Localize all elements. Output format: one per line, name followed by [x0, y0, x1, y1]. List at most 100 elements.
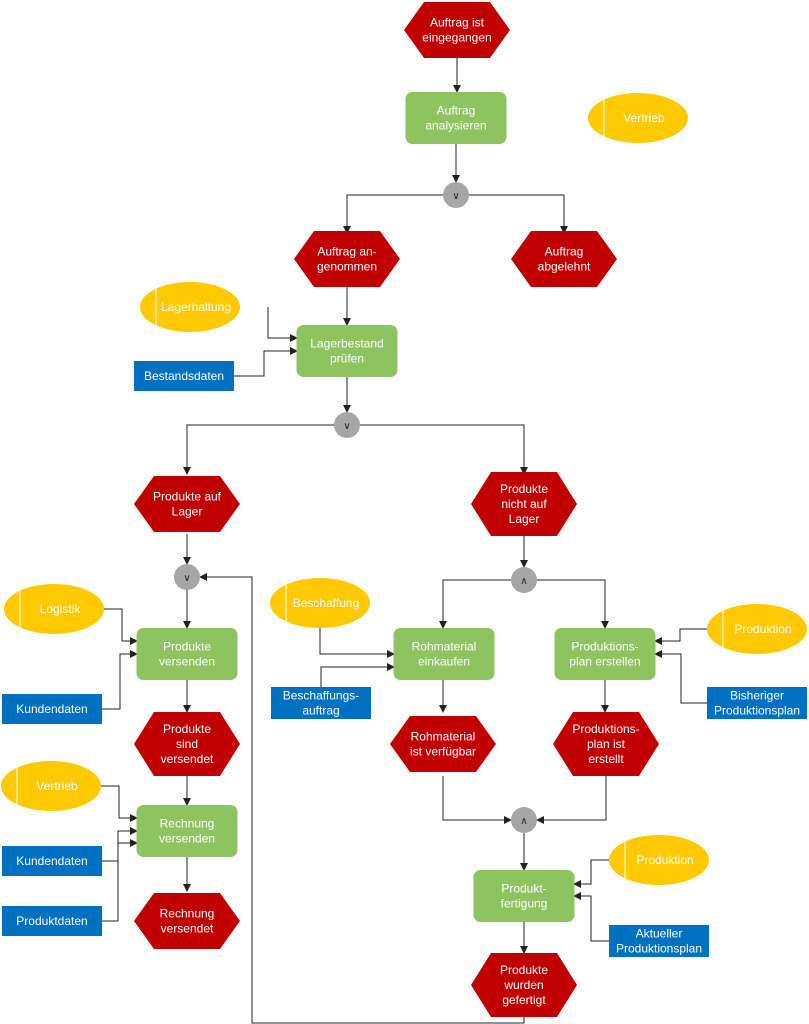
- flow-arrow: [234, 347, 298, 377]
- connector-shape: [511, 807, 537, 833]
- org-unit-label: Produktion: [636, 853, 693, 867]
- info-object-i4: Produktdaten: [2, 906, 102, 936]
- event-label: Produkte: [500, 482, 548, 496]
- event-label: gefertigt: [502, 993, 546, 1007]
- flow-arrow: [439, 579, 524, 629]
- flow-arrow: [573, 859, 609, 888]
- function-label: versenden: [159, 655, 215, 669]
- info-object-shape: [707, 687, 807, 719]
- org-unit-o2: Lagerhaltung: [140, 282, 240, 332]
- info-object-shape: [2, 694, 102, 724]
- event-label: erstellt: [588, 752, 624, 766]
- function-shape: [136, 805, 238, 857]
- info-object-i5: Beschaffungs-auftrag: [271, 687, 371, 719]
- event-label: plan ist: [587, 737, 626, 751]
- function-shape: [405, 92, 507, 144]
- info-object-label: Produktdaten: [16, 914, 87, 928]
- event-shape: [553, 712, 659, 776]
- info-object-i3: Kundendaten: [2, 846, 102, 876]
- flow-arrow: [442, 776, 512, 824]
- event-label: ist verfügbar: [410, 745, 476, 759]
- function-label: Rohmaterial: [412, 640, 477, 654]
- function-shape: [136, 628, 238, 680]
- connector-symbol: ∨: [452, 191, 459, 202]
- function-label: Produktions-: [571, 640, 638, 654]
- function-label: Auftrag: [437, 104, 476, 118]
- function-label: fertigung: [501, 897, 548, 911]
- event-label: Lager: [509, 512, 540, 526]
- function-shape: [296, 325, 398, 377]
- flow-arrow: [347, 424, 528, 475]
- event-label: Auftrag: [545, 245, 584, 259]
- connector-shape: [511, 567, 537, 593]
- info-object-shape: [2, 846, 102, 876]
- flow-arrow: [267, 307, 298, 342]
- function-shape: [554, 628, 656, 680]
- event-shape: [471, 472, 577, 536]
- info-object-shape: [134, 361, 234, 391]
- org-unit-shape: [270, 578, 370, 628]
- function-label: plan erstellen: [569, 655, 640, 669]
- org-unit-label: Produktion: [734, 622, 791, 636]
- function-label: Produkt-: [501, 882, 546, 896]
- org-unit-label: Vertrieb: [36, 779, 78, 793]
- org-unit-o1: Vertrieb: [588, 93, 688, 143]
- event-label: Auftrag ist: [430, 16, 485, 30]
- flow-arrow: [654, 628, 707, 645]
- info-object-label: Kundendaten: [16, 854, 87, 868]
- function-shape: [393, 628, 495, 680]
- flow-arrow: [654, 650, 707, 704]
- info-object-label: Aktueller: [636, 927, 683, 941]
- org-unit-o6: Produktion: [707, 604, 807, 654]
- function-label: versenden: [159, 832, 215, 846]
- event-label: eingegangen: [422, 31, 491, 45]
- event-label: Lager: [172, 505, 203, 519]
- org-unit-label: Logistik: [40, 602, 82, 616]
- connector-symbol: ∧: [520, 816, 527, 827]
- info-object-label: Bestandsdaten: [144, 369, 224, 383]
- function-label: einkaufen: [418, 655, 470, 669]
- flow-arrow: [199, 573, 525, 1024]
- connector-symbol: ∨: [343, 421, 350, 432]
- org-unit-shape: [4, 584, 104, 634]
- connector-shape: [174, 564, 200, 590]
- info-object-shape: [2, 906, 102, 936]
- event-e2: Auftrag an-genommen: [294, 231, 400, 287]
- function-label: Produkte: [163, 640, 211, 654]
- flow-arrow: [320, 663, 395, 687]
- org-unit-shape: [588, 93, 688, 143]
- org-unit-shape: [1, 761, 101, 811]
- event-label: versendet: [161, 922, 214, 936]
- info-object-label: Beschaffungs-: [283, 689, 360, 703]
- event-shape: [471, 953, 577, 1017]
- event-label: genommen: [317, 260, 377, 274]
- flow-arrow: [319, 625, 395, 658]
- function-shape: [473, 870, 575, 922]
- info-object-i2: Kundendaten: [2, 694, 102, 724]
- connector-symbol: ∧: [520, 576, 527, 587]
- flow-arrow: [456, 194, 568, 234]
- info-object-shape: [271, 687, 371, 719]
- event-label: Produkte: [500, 963, 548, 977]
- connector-c4: ∧: [511, 567, 537, 593]
- function-label: analysieren: [425, 119, 486, 133]
- flow-arrow: [343, 194, 456, 234]
- org-unit-shape: [707, 604, 807, 654]
- event-shape: [404, 2, 510, 58]
- connector-shape: [334, 412, 360, 438]
- info-object-label: Kundendaten: [16, 702, 87, 716]
- org-unit-shape: [140, 282, 240, 332]
